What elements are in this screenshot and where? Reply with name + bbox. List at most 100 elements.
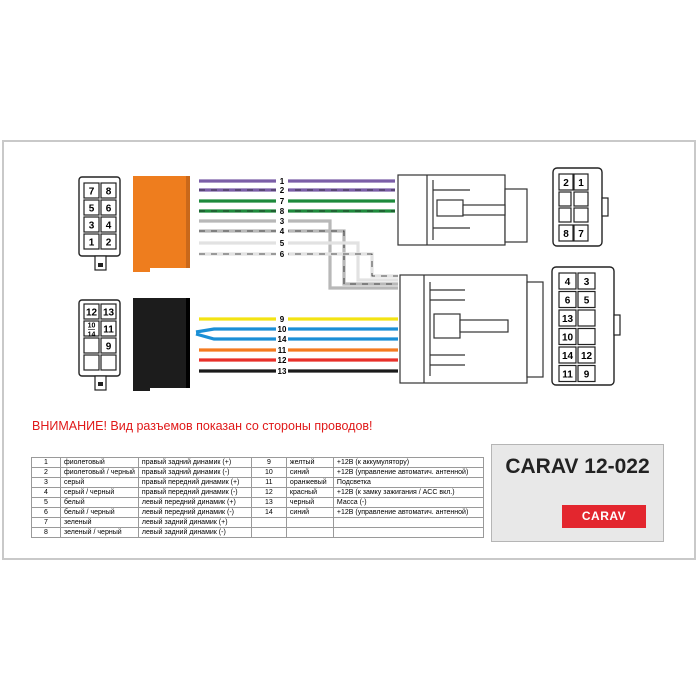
car-bottom-pin xyxy=(577,327,596,346)
wire-number: 1 xyxy=(280,177,285,186)
wire-4 xyxy=(199,229,398,286)
legend-cell-n1: 1 xyxy=(31,457,61,468)
car-top-pin: 7 xyxy=(573,224,589,242)
legend-cell-n1: 8 xyxy=(31,527,61,538)
iso-power-pin: 8 xyxy=(100,182,117,199)
car-bottom-pin: 14 xyxy=(558,346,577,364)
pin-number: 14 xyxy=(562,351,574,362)
wire-6 xyxy=(199,252,398,278)
legend-cell-n1: 2 xyxy=(31,467,61,478)
iso-power-pin: 6 xyxy=(100,199,117,216)
legend-cell-c1: зеленый / черный xyxy=(60,527,139,538)
legend-cell-c1: фиолетовый / черный xyxy=(60,467,139,478)
pin-number: 11 xyxy=(103,325,114,336)
pin-number: 4 xyxy=(565,277,571,288)
legend-cell-c1: зеленый xyxy=(60,517,139,528)
legend-cell-f1: правый задний динамик (+) xyxy=(137,457,252,468)
car-bottom-pin: 4 xyxy=(558,272,577,290)
legend-cell-c2: синий xyxy=(285,507,334,518)
wire-5 xyxy=(199,241,398,282)
pin-number: 7 xyxy=(89,187,95,198)
wire-stripe xyxy=(199,253,398,277)
legend-cell-f1: левый передний динамик (+) xyxy=(137,497,252,508)
iso-speaker-pin: 13 xyxy=(100,303,117,320)
pin-number: 7 xyxy=(578,229,584,240)
legend-cell-f2: +12В (к аккумулятору) xyxy=(332,457,484,468)
wire-number: 2 xyxy=(280,186,285,195)
warning-text: ВНИМАНИЕ! Вид разъемов показан со сторон… xyxy=(32,419,373,433)
pin-number: 6 xyxy=(565,296,571,307)
carav-logo: CARAV xyxy=(562,505,646,528)
legend-cell-c1: серый xyxy=(60,477,139,488)
pin-number: 4 xyxy=(106,221,112,232)
legend-cell-c1: белый / черный xyxy=(60,507,139,518)
car-bottom-pin: 11 xyxy=(558,364,577,383)
pin-number: 5 xyxy=(89,204,95,215)
wire-number: 7 xyxy=(280,197,285,206)
wire-number: 4 xyxy=(280,227,285,236)
wire-number: 10 xyxy=(278,325,287,334)
legend-cell-n2 xyxy=(250,517,287,528)
car-top-pin-empty xyxy=(573,191,589,207)
pin-number: 3 xyxy=(584,277,590,288)
car-bottom-pin: 3 xyxy=(577,272,596,290)
pin-number: 3 xyxy=(89,221,95,232)
iso-power-pin: 2 xyxy=(100,233,117,250)
pin-number: 5 xyxy=(584,296,590,307)
legend-cell-n2: 12 xyxy=(250,487,287,498)
pin-number: 9 xyxy=(106,342,112,353)
wire-14 xyxy=(195,332,398,341)
pin-number: 10 xyxy=(562,333,574,344)
car-bottom-pin: 5 xyxy=(577,290,596,309)
wire-number: 14 xyxy=(278,335,287,344)
legend-cell-n1: 7 xyxy=(31,517,61,528)
legend-cell-c2 xyxy=(285,517,334,528)
pin-number: 2 xyxy=(563,178,569,189)
iso-speaker-pin xyxy=(83,354,100,371)
pin-number: 6 xyxy=(106,204,112,215)
iso-power-pin: 7 xyxy=(83,182,100,199)
legend-cell-n1: 5 xyxy=(31,497,61,508)
car-bottom-pin: 12 xyxy=(577,346,596,364)
car-top-pin: 1 xyxy=(573,173,589,191)
pin-number: 13 xyxy=(562,314,574,325)
pin-number: 8 xyxy=(563,229,569,240)
black-connector xyxy=(133,298,190,391)
legend-cell-n2: 10 xyxy=(250,467,287,478)
wire-number: 6 xyxy=(280,250,285,259)
wire-10 xyxy=(195,327,398,334)
wire-number: 13 xyxy=(278,367,287,376)
wire-number: 5 xyxy=(280,239,285,248)
legend-cell-n2: 13 xyxy=(250,497,287,508)
legend-cell-n1: 3 xyxy=(31,477,61,488)
legend-cell-f2 xyxy=(332,527,484,538)
car-top-pin: 2 xyxy=(558,173,574,191)
pin-number: 10 xyxy=(88,323,96,330)
legend-cell-n2: 14 xyxy=(250,507,287,518)
pin-number: 13 xyxy=(103,308,115,319)
iso-speaker-pin xyxy=(100,354,117,371)
pin-number: 8 xyxy=(106,187,112,198)
pin-number: 1 xyxy=(578,178,584,189)
legend-cell-f2 xyxy=(332,517,484,528)
legend-cell-f2: +12В (к замку зажигания / ACC вкл.) xyxy=(332,487,484,498)
legend-cell-c2 xyxy=(285,527,334,538)
legend-cell-n2 xyxy=(250,527,287,538)
pin-number: 9 xyxy=(584,370,590,381)
car-top-pin-empty xyxy=(558,207,572,223)
legend-cell-f1: правый передний динамик (+) xyxy=(137,477,252,488)
car-bottom-pin: 6 xyxy=(558,290,577,309)
car-plug-bottom-side xyxy=(399,274,544,384)
iso-power-pin: 4 xyxy=(100,216,117,233)
pin-number: 14 xyxy=(88,332,96,339)
